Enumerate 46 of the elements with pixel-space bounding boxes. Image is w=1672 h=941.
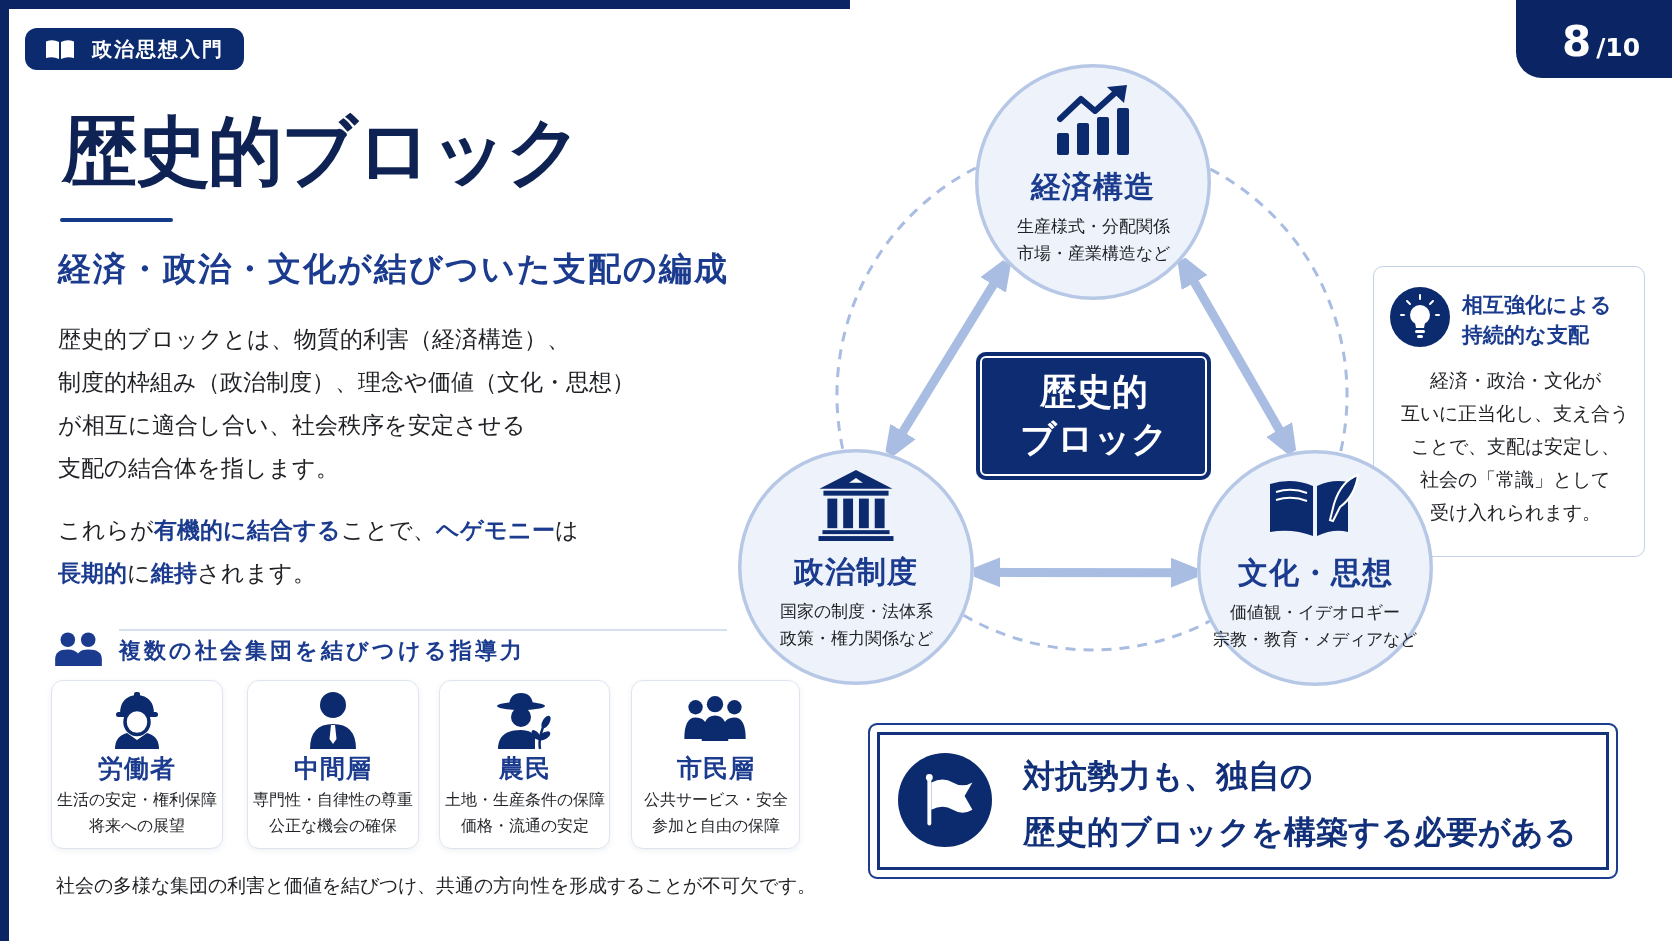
core-concept-label: 歴史的ブロック [1018,370,1169,461]
card-title: 中間層 [294,753,372,785]
circle-title: 政治制度 [794,553,918,591]
circle-text: 政策・権力関係など [779,627,933,650]
card-text: 参加と自由の保障 [651,816,780,837]
card-text: 専門性・自律性の尊重 [253,790,413,811]
core-concept-panel [976,352,1211,480]
note-text: 経済・政治・文化が互いに正当化し、支え合うことで、支配は安定し、社会の「常識」として受け入れられます。 [1400,369,1630,525]
circle-title: 経済構造 [1031,168,1155,206]
banner-text: 対抗勢力も、独自の歴史的ブロックを構築する必要がある [1023,756,1578,853]
circle-text: 国家の制度・法体系 [779,600,933,623]
footnote-text: 社会の多様な集団の利害と価値を結びつけ、共通の方向性を形成することが不可欠です。 [56,874,816,898]
note-heading: 相互強化による持続的な支配 [1462,292,1613,349]
arc-connector [962,613,1211,652]
circle-text: 価値観・イデオロギー [1230,601,1400,624]
subtitle: 経済・政治・文化が結びついた支配の編成 [58,249,729,289]
group-card [439,680,610,849]
card-text: 公共サービス・安全 [643,790,788,811]
arc-connector [835,166,977,450]
card-title: 労働者 [98,753,176,785]
circle-text: 市場・産業構造など [1016,242,1170,265]
group-card [247,680,419,849]
circle-text: 生産様式・分配関係 [1016,215,1170,238]
group-card [631,680,800,849]
card-text: 将来への展望 [89,816,185,837]
category-badge [25,28,244,70]
intro-paragraph: 歴史的ブロックとは、物質的利害（経済構造）、制度的枠組み（政治制度）、理念や価値（文化・思想）が相互に適合し合い、社会秩序を安定させる支配の結合体を指します。 [58,325,636,483]
card-text: 土地・生産条件の保障 [444,790,605,811]
section-heading: 複数の社会集団を結びつける指導力 [119,637,525,665]
circle-text: 宗教・教育・メディアなど [1213,628,1417,651]
page-number: 8 [1562,17,1592,67]
card-text: 生活の安定・権利保障 [57,790,217,811]
slide-title: 歴史的ブロック [62,106,581,196]
page-tab [1516,0,1672,78]
emphasis-paragraph: これらが有機的に結合することで、ヘゲモニーは長期的に維持されます。 [58,516,580,588]
arc-connector [1209,167,1349,454]
card-title: 市民層 [676,753,755,785]
card-text: 価格・流通の安定 [460,816,589,837]
circle-title: 文化・思想 [1237,554,1393,592]
card-title: 農民 [498,753,551,785]
note-card [1373,266,1645,557]
category-label: 政治思想入門 [92,36,224,63]
group-card [51,680,223,849]
conclusion-banner [868,723,1618,879]
card-text: 公正な機会の確保 [269,816,397,837]
page-total: /10 [1596,32,1641,64]
